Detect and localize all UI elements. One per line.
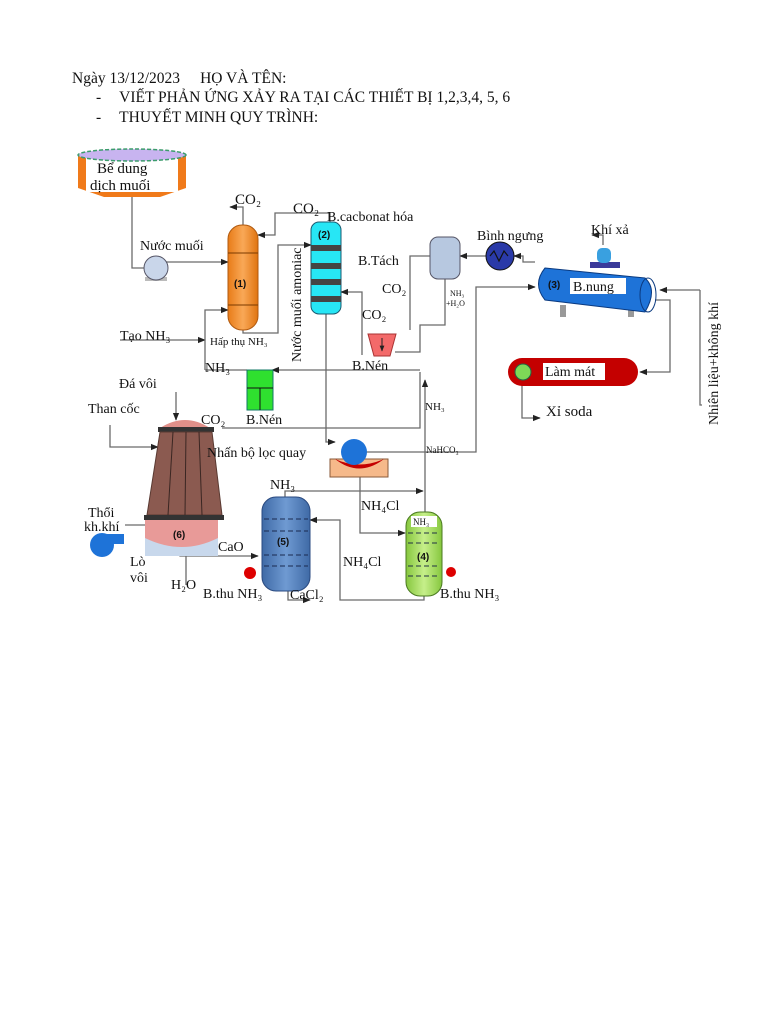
bullet: - (96, 109, 102, 126)
filter-label: Nhấn bộ lọc quay (207, 446, 306, 461)
blower (90, 533, 124, 557)
unit-5-label: (5) (277, 537, 289, 548)
compressor-2-label: B.Nén (246, 413, 282, 428)
nh3-h2o-label-1: NH₃ (450, 289, 465, 298)
separator-vessel (429, 236, 461, 280)
cooler: Làm mát (508, 358, 638, 386)
task-text: THUYẾT MINH QUY TRÌNH: (119, 109, 319, 126)
nahco3-label: NaHCO₃ (426, 445, 459, 455)
kiln-label-1: Lò (130, 555, 146, 570)
nh3-4-label: NH₃ (413, 517, 429, 527)
nh3-h2o-label-2: +H₂O (446, 299, 465, 308)
calciner-label: B.nung (573, 280, 614, 295)
nh3-mid-label: NH₃ (425, 401, 445, 413)
task-2: -THUYẾT MINH QUY TRÌNH: (96, 109, 318, 127)
cacl2-label: CaCl₂ (290, 588, 324, 603)
unit-3-label: (3) (548, 280, 560, 291)
tank-label-2: dịch muối (90, 178, 150, 194)
make-nh3-label: Tạo NH₃ (120, 329, 170, 344)
co2-kiln-label: CO₂ (201, 413, 225, 428)
recover-nh3-5-label: B.thu NH₃ (203, 587, 262, 602)
carbonation-column-2: (2) (310, 221, 342, 315)
absorb-nh3-label: Hấp thụ NH₃ (210, 336, 268, 348)
exhaust-label: Khí xả (591, 223, 630, 238)
coke-label: Than cốc (88, 402, 140, 417)
calciner-3: (3) B.nung (538, 248, 657, 317)
blower-label-2: kh.khí (84, 520, 120, 535)
brine-pump (143, 255, 169, 281)
condenser-label: Bình ngưng (477, 229, 543, 244)
compressor-nh3 (246, 369, 274, 411)
date-line: Ngày 13/12/2023 HỌ VÀ TÊN: (72, 70, 286, 88)
co2-out-label: CO₂ (235, 192, 261, 208)
task-text: VIẾT PHẢN ỨNG XẢY RA TẠI CÁC THIẾT BỊ 1,… (119, 89, 511, 106)
task-1: -VIẾT PHẢN ỨNG XẢY RA TẠI CÁC THIẾT BỊ 1… (96, 89, 510, 107)
carbonation-label: B.cacbonat hóa (327, 210, 414, 225)
h2o-label: H₂O (171, 578, 196, 593)
unit-1-label: (1) (234, 279, 246, 290)
nh4cl-top-label: NH₄Cl (361, 499, 399, 514)
ammonia-recovery-column-5: (5) (244, 496, 311, 592)
unit-4-label: (4) (417, 552, 429, 563)
kiln-label-2: vôi (130, 571, 148, 586)
nh3-5-label: NH₃ (270, 478, 295, 493)
soda-ash-label: Xỉ soda (546, 404, 593, 420)
bullet: - (96, 89, 102, 106)
unit-2-label: (2) (318, 230, 330, 241)
co2-carbonation-label: CO₂ (293, 201, 319, 217)
salt-solution-tank: Bể dung dịch muối (77, 148, 187, 197)
compressor-co2 (367, 333, 397, 357)
absorber-column-1: (1) (227, 224, 259, 331)
limestone-label: Đá vôi (119, 377, 157, 392)
date-text: Ngày 13/12/2023 (72, 70, 181, 87)
lime-kiln-6: (6) (144, 420, 224, 556)
unit-6-label: (6) (173, 530, 185, 541)
nh4cl-mid-label: NH₄Cl (343, 555, 381, 570)
separator-label: B.Tách (358, 254, 399, 269)
pipes (109, 197, 702, 604)
blower-label-1: Thổi (88, 506, 115, 521)
cooler-label: Làm mát (545, 365, 595, 380)
column-4: NH₃ (4) (405, 511, 456, 597)
condenser (485, 241, 515, 271)
nh3-left-label: NH₃ (205, 361, 230, 376)
fuel-air-label: Nhiên liệu+không khí (707, 302, 722, 425)
co2-compressor-label: CO₂ (362, 308, 386, 323)
ammoniated-brine-label: Nước muối amoniac (290, 247, 305, 362)
tank-label-1: Bể dung (97, 161, 148, 177)
co2-separator-label: CO₂ (382, 282, 406, 297)
name-label: HỌ VÀ TÊN: (200, 70, 287, 87)
cao-label: CaO (218, 540, 244, 555)
brine-label: Nước muối (140, 239, 204, 254)
rotary-filter (329, 439, 389, 478)
recover-nh3-4-label: B.thu NH₃ (440, 587, 499, 602)
compressor-1-label: B.Nén (352, 359, 388, 374)
